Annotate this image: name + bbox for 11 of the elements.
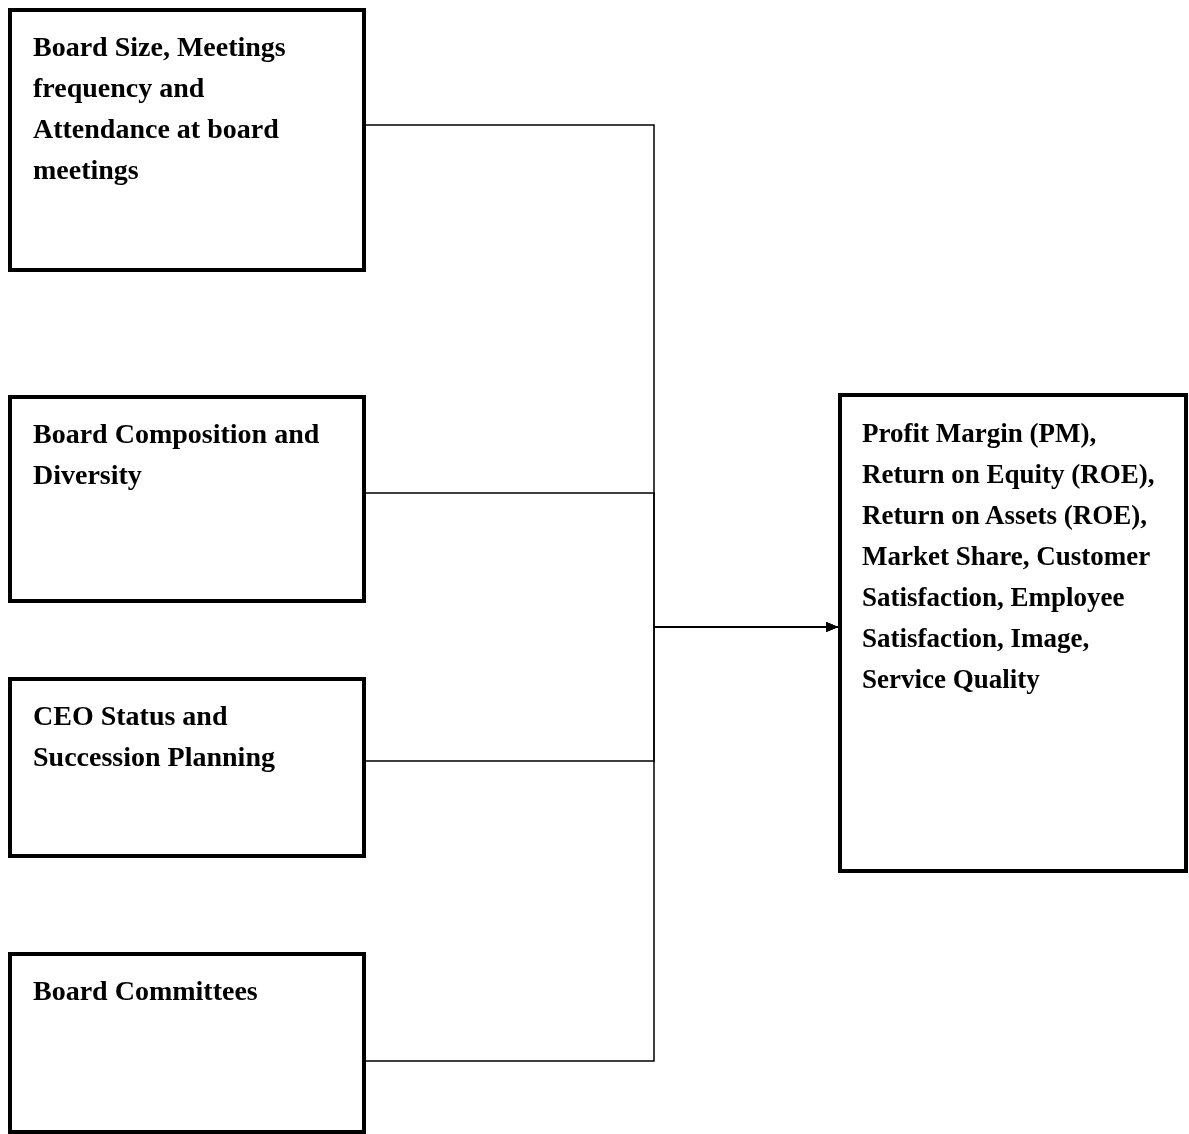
text-box (8, 952, 366, 1134)
box-label: CEO Status and Succession Planning (33, 699, 276, 774)
text-box (838, 393, 1188, 873)
connector-arrow (365, 622, 839, 1062)
box-label: Board Composition and Diversity (33, 417, 321, 492)
text-box (8, 677, 366, 858)
box-label: Board Committees (33, 974, 259, 1008)
text-box (8, 8, 366, 272)
box-label: Board Size, Meetings frequency and Attendance at board meetings (33, 30, 287, 187)
box-label: Profit Margin (PM), Return on Equity (ROE), Return on Assets (ROE), Market Share, Customer Satisfaction, Employee Satisfaction, Image, Service Quality (862, 417, 1156, 696)
text-box (8, 395, 366, 603)
